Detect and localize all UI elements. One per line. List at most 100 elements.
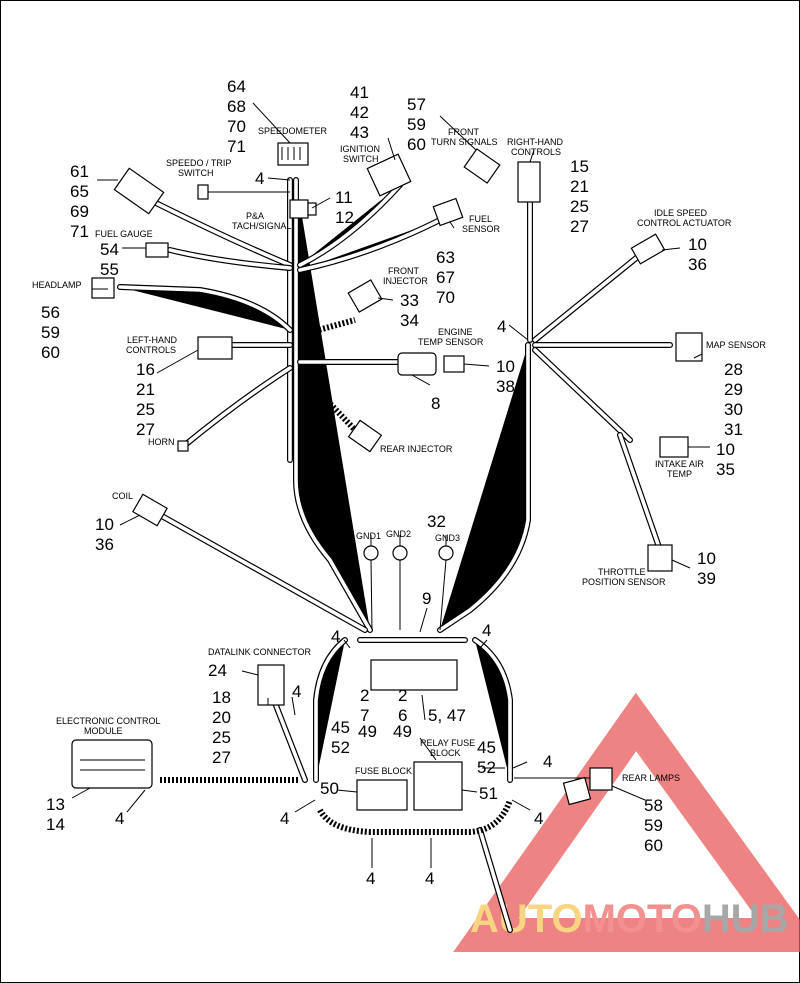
bottom-conduit: [317, 798, 513, 835]
svg-text:AUTOMOTOHUB: AUTOMOTOHUB: [470, 897, 789, 941]
fuse-block: [356, 779, 408, 811]
label-fuse-block: FUSE BLOCK: [355, 766, 412, 776]
callout-engine-temp-body: 8: [431, 394, 440, 413]
callout-gnd3: 32: [476, 512, 495, 531]
gnd1-eyelet: [363, 545, 379, 561]
intake-air-temp-connector: [659, 436, 689, 458]
gnd3-eyelet: [438, 545, 454, 561]
front-injector-conduit: [299, 317, 356, 338]
front-injector-connector: [347, 279, 383, 313]
rear-lamps-connector: [589, 767, 613, 791]
watermark-moto: MOTO: [583, 897, 702, 941]
callout-relay-block: 51: [479, 784, 498, 803]
label-pa-tach-l1: P&A: [246, 211, 264, 221]
callout-relay-49: 49: [393, 722, 412, 741]
engine-temp-sensor-body: [397, 352, 437, 376]
fuel-sensor-connector: [432, 197, 464, 227]
label-datalink: DATALINK CONNECTOR: [208, 647, 312, 657]
pa-tach-connector: [289, 199, 309, 219]
relay-fuse-block: [413, 761, 463, 811]
callout-gnd2: 32: [427, 512, 446, 531]
label-gnd2: GND2: [386, 529, 411, 539]
label-rear-injector: REAR INJECTOR: [380, 444, 453, 454]
callout-bottom-clip-1: 4: [366, 869, 375, 888]
callout-fuse-left-49: 49: [358, 722, 377, 741]
front-turn-signals-connector: [463, 148, 501, 184]
callout-tray-c: 5, 47: [428, 706, 466, 725]
callout-gnd1: 32: [331, 512, 350, 531]
callout-bottom-left-clip: 4: [280, 809, 289, 828]
callout-harness-9: 9: [422, 589, 431, 608]
harness-wires-render: [120, 180, 670, 930]
fuel-gauge-connector: [145, 242, 169, 258]
fuel-sender-connector: [113, 167, 165, 215]
rear-injector-connector: [347, 419, 383, 453]
throttle-position-connector: [647, 544, 673, 572]
callout-junction-4: 4: [497, 317, 506, 336]
callout-bottom-right-clip: 4: [534, 809, 543, 828]
left-hand-controls-connector: [197, 336, 233, 360]
callout-fuse-block: 50: [320, 779, 339, 798]
watermark-auto: AUTO: [470, 897, 583, 941]
watermark-logo: AUTOMOTOHUB: [453, 692, 800, 952]
horn-terminal: [177, 440, 189, 452]
label-speedo-trip-l1: SPEEDO / TRIP: [166, 158, 231, 168]
tray-label-plate: [370, 659, 458, 691]
right-hand-controls-connector: [517, 161, 541, 203]
label-horn: HORN: [148, 437, 175, 447]
callout-datalink-clip: 4: [292, 682, 301, 701]
speedo-trip-switch: [197, 184, 209, 200]
label-coil: COIL: [112, 491, 133, 501]
idle-speed-actuator-connector: [630, 233, 666, 265]
map-sensor-connector: [675, 332, 703, 362]
callout-bottom-clip-2: 4: [425, 869, 434, 888]
label-speedo-trip-l2: SWITCH: [178, 168, 214, 178]
label-headlamp: HEADLAMP: [32, 280, 82, 290]
label-speedometer: SPEEDOMETER: [258, 126, 328, 136]
gnd2-eyelet: [392, 545, 408, 561]
label-fuel-gauge: FUEL GAUGE: [95, 229, 153, 239]
datalink-connector: [257, 664, 285, 706]
engine-temp-sensor-connector: [443, 355, 465, 373]
components: [71, 142, 703, 811]
label-gnd1: GND1: [356, 531, 381, 541]
label-rear-lamps: REAR LAMPS: [622, 773, 680, 783]
callout-clip-right-top: 4: [482, 621, 491, 640]
rear-injector-conduit: [297, 369, 358, 433]
leader-lines: [71, 102, 710, 868]
label-pa-tach-l2: TACH/SIGNAL: [232, 221, 291, 231]
